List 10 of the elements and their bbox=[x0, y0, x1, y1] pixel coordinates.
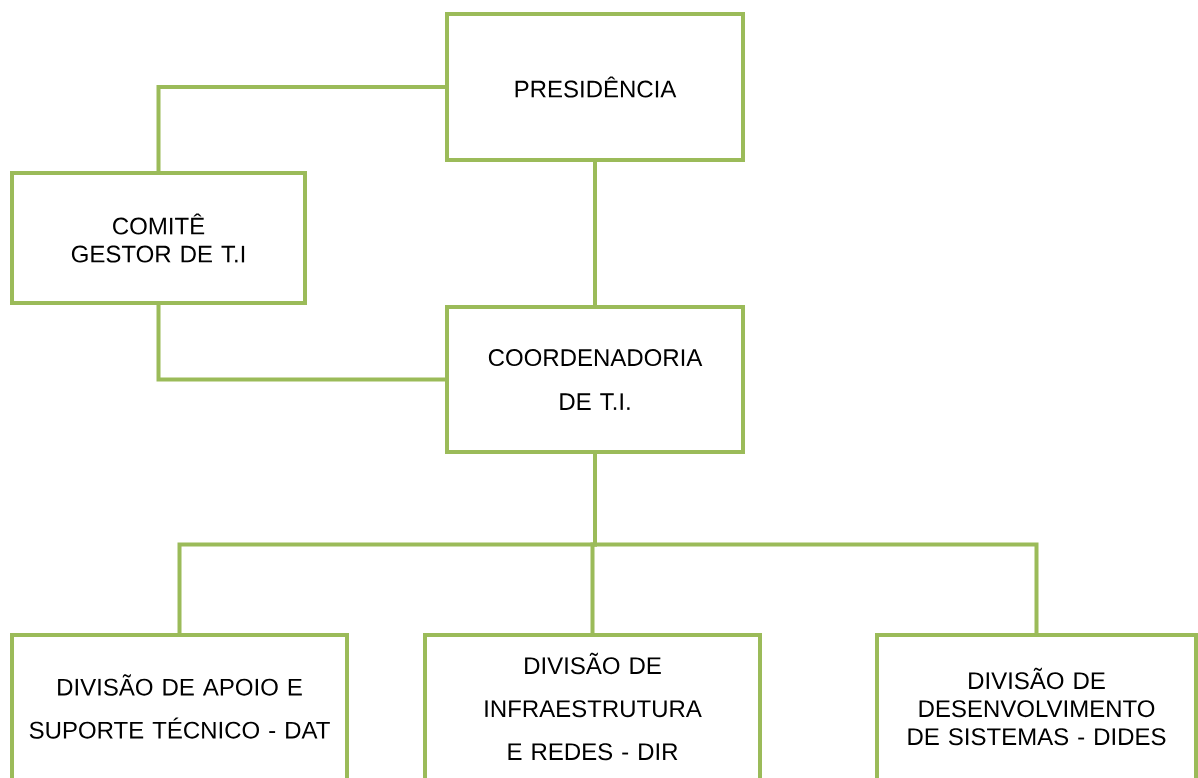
connector-line bbox=[156, 305, 445, 382]
org-box: DIVISÃO DE APOIO E SUPORTE TÉCNICO - DAT bbox=[10, 633, 349, 778]
connector-line bbox=[593, 162, 597, 305]
org-box: DIVISÃO DE INFRAESTRUTURA E REDES - DIR bbox=[423, 633, 762, 778]
org-box: COMITÊ GESTOR DE T.I bbox=[10, 171, 307, 305]
org-box: DIVISÃO DE DESENVOLVIMENTO DE SISTEMAS - DIDES bbox=[875, 633, 1198, 778]
connector-line bbox=[156, 85, 445, 171]
org-box: PRESIDÊNCIA bbox=[445, 12, 745, 162]
org-box: COORDENADORIA DE T.I. bbox=[445, 305, 745, 454]
connector-line bbox=[593, 454, 1039, 635]
